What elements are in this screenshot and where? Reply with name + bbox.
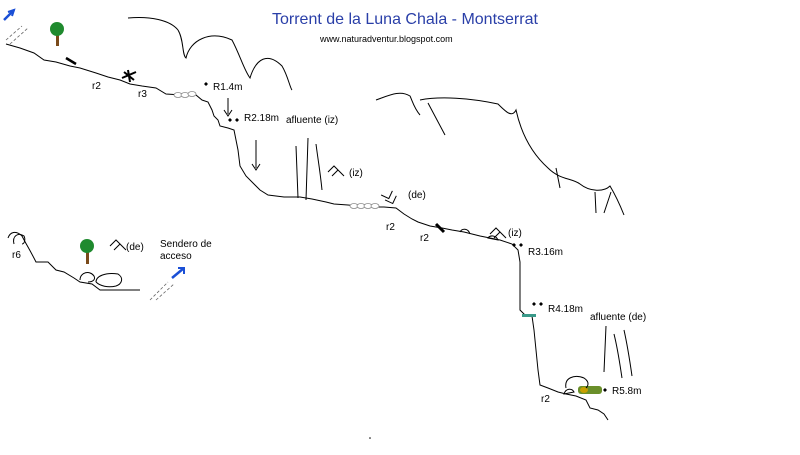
spring-icon [109, 165, 507, 251]
boulder-chain-upper [173, 91, 197, 98]
label-r2-mid-a: r2 [386, 222, 395, 233]
direction-arrow-icon [149, 267, 185, 301]
label-r6: r6 [12, 250, 21, 261]
pool-icon [578, 386, 602, 394]
descent-arrow-2 [251, 140, 261, 171]
fallen-tree-icon [65, 56, 77, 66]
boulder-icon [13, 233, 26, 245]
label-rappel-3: R3.16m [528, 247, 563, 258]
label-rappel-1: R1.4m [213, 82, 242, 93]
tree-icon [50, 22, 64, 46]
label-sendero-line2: acceso [160, 251, 192, 262]
label-iz-right: (iz) [508, 228, 522, 239]
boulder-icon [565, 375, 589, 389]
direction-arrow-icon [3, 8, 29, 45]
riverbed-upper [5, 43, 609, 421]
label-iz-mid: (iz) [349, 168, 363, 179]
rock-mid-2 [487, 235, 499, 241]
label-r2-bottom: r2 [541, 394, 550, 405]
boulder-icon [95, 273, 123, 288]
label-afluente-de: afluente (de) [590, 312, 646, 323]
page-title: Torrent de la Luna Chala - Montserrat [272, 11, 538, 28]
pool-icon [522, 314, 536, 317]
stray-dot [369, 437, 371, 439]
rock-mid-1 [459, 228, 471, 235]
rock-wall-middle [375, 92, 625, 216]
label-rappel-4: R4.18m [548, 304, 583, 315]
afluente-de-lines [603, 325, 633, 379]
riverbed-lower-left [7, 231, 140, 291]
label-rappel-5: R5.8m [612, 386, 641, 397]
boulder-chain-mid [349, 203, 380, 209]
label-de-left: (de) [126, 242, 144, 253]
label-r2-top: r2 [92, 81, 101, 92]
rock-wall-inner-lines [427, 102, 612, 214]
fallen-tree-icon [121, 69, 137, 83]
label-r3: r3 [138, 89, 147, 100]
tree-icon [80, 239, 94, 264]
label-de-mid: (de) [408, 190, 426, 201]
rock-wall-upper [127, 17, 293, 91]
label-afluente-iz: afluente (iz) [286, 115, 338, 126]
label-rappel-2: R2.18m [244, 113, 279, 124]
afluente-iz-lines [295, 137, 323, 201]
log-icon [434, 222, 446, 234]
anchor-points [204, 82, 607, 392]
blog-url: www.naturadventur.blogspot.com [319, 34, 453, 44]
label-sendero-line1: Sendero de [160, 239, 212, 250]
label-r2-mid-b: r2 [420, 233, 429, 244]
boulder-icon [563, 388, 575, 395]
boulder-icon [79, 272, 95, 283]
descent-arrow-1 [223, 98, 233, 117]
